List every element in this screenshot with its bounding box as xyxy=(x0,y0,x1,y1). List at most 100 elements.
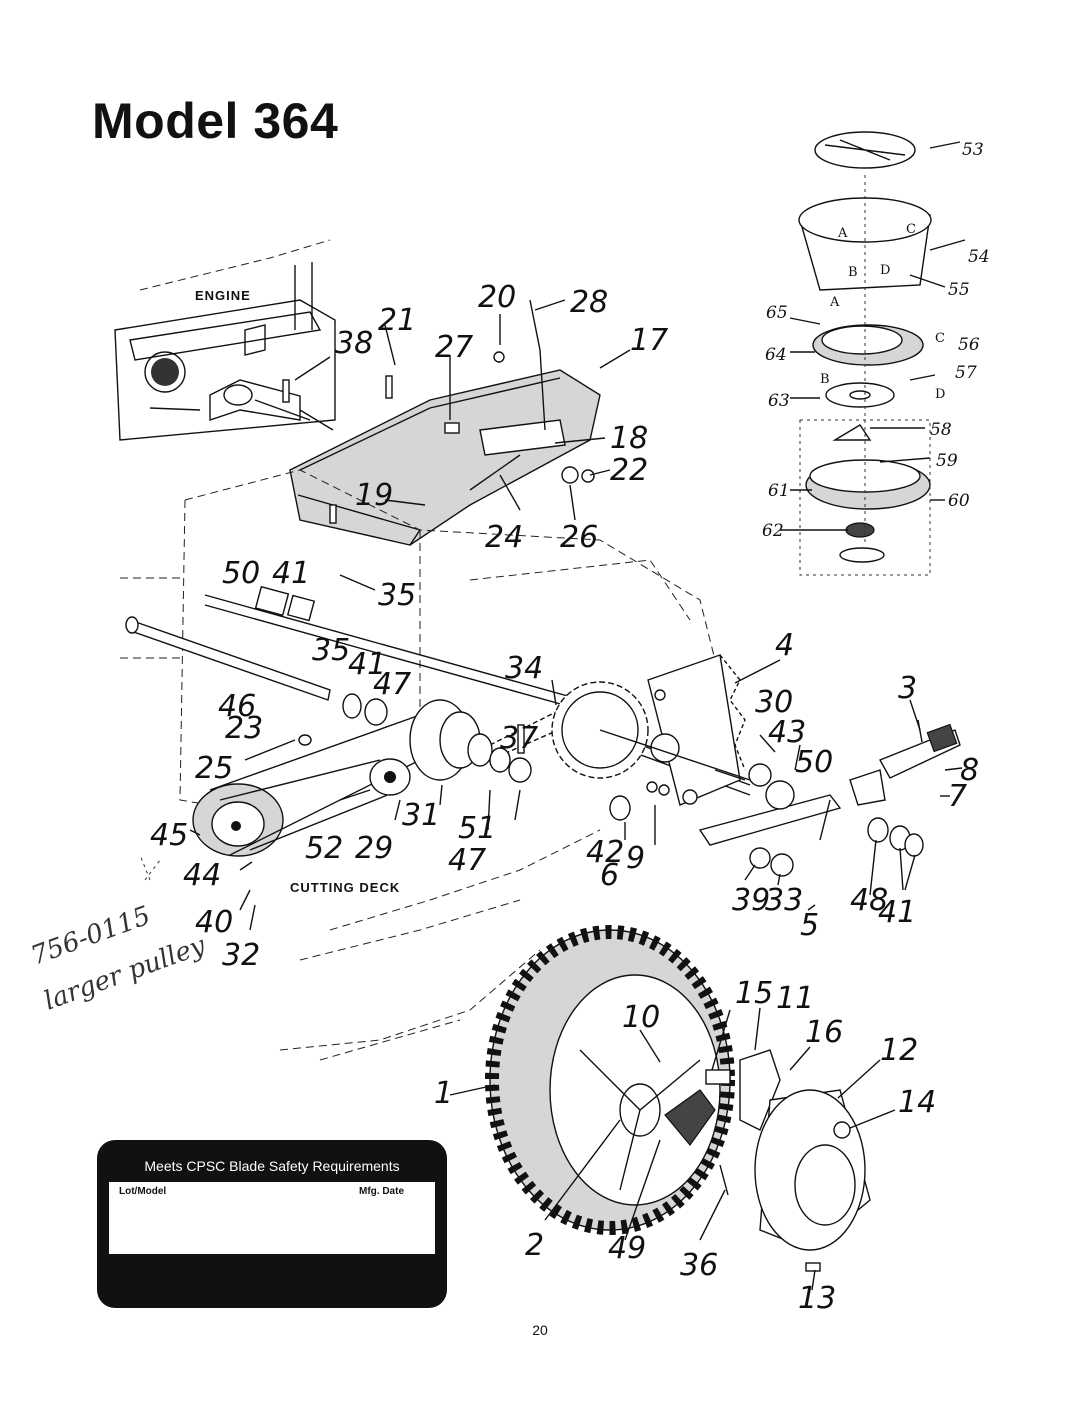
safety-label-heading: Meets CPSC Blade Safety Requirements xyxy=(144,1158,400,1174)
inset-letter-b: B xyxy=(848,265,858,280)
callout-numbers: 53 54 55 65 56 64 57 63 58 59 61 60 62 2… xyxy=(150,140,990,1316)
callout-47-lower: 47 xyxy=(448,843,486,878)
engine-label: ENGINE xyxy=(195,288,251,303)
callout-41-lower: 41 xyxy=(878,895,916,930)
callout-8: 8 xyxy=(960,753,979,788)
callout-9: 9 xyxy=(626,841,645,876)
belt-and-pulleys xyxy=(192,693,481,857)
callout-3: 3 xyxy=(898,671,917,706)
page-number: 20 xyxy=(532,1322,548,1338)
cutting-deck-outline xyxy=(120,469,721,1061)
inset-letter-d-lower: D xyxy=(935,387,945,402)
callout-41-upper: 41 xyxy=(272,556,310,591)
callout-34: 34 xyxy=(505,651,543,686)
callout-4: 4 xyxy=(775,628,794,663)
callout-54: 54 xyxy=(968,247,990,267)
chain-and-sprockets xyxy=(467,681,649,783)
callout-10: 10 xyxy=(622,1000,660,1035)
callout-6: 6 xyxy=(600,858,619,893)
callout-38: 38 xyxy=(335,326,373,361)
shift-lever-assembly xyxy=(599,723,961,877)
callout-27: 27 xyxy=(435,330,473,365)
callout-22: 22 xyxy=(610,453,648,488)
cutting-deck-label: CUTTING DECK xyxy=(290,880,400,895)
callout-60: 60 xyxy=(948,491,970,511)
inset-letter-d: D xyxy=(880,263,890,278)
inset-letter-b-lower: B xyxy=(820,372,830,387)
callout-65: 65 xyxy=(766,303,788,323)
callout-43: 43 xyxy=(768,715,806,750)
callout-31: 31 xyxy=(402,798,440,833)
mfg-date-label: Mfg. Date xyxy=(359,1186,404,1197)
callout-5: 5 xyxy=(800,908,819,943)
lot-model-label: Lot/Model xyxy=(119,1186,167,1197)
callout-44: 44 xyxy=(183,858,221,893)
callout-59: 59 xyxy=(936,451,958,471)
inset-letter-a-lower: A xyxy=(829,295,840,310)
callout-30: 30 xyxy=(755,685,793,720)
callout-15: 15 xyxy=(735,976,773,1011)
callout-12: 12 xyxy=(880,1033,918,1068)
callout-55: 55 xyxy=(948,280,970,300)
engine-drawing xyxy=(114,239,336,441)
callout-45: 45 xyxy=(150,818,188,853)
callout-11: 11 xyxy=(776,981,814,1016)
callout-19: 19 xyxy=(355,478,393,513)
callout-36: 36 xyxy=(680,1248,718,1283)
blade-adapter-inset xyxy=(798,131,966,576)
page-title: Model 364 xyxy=(92,93,339,149)
inset-letter-a: A xyxy=(837,226,848,241)
callout-35-lower: 35 xyxy=(312,633,350,668)
callout-2: 2 xyxy=(525,1228,544,1263)
callout-47-upper: 47 xyxy=(373,667,411,702)
axle-bracket xyxy=(647,654,746,806)
callout-35-upper: 35 xyxy=(378,578,416,613)
callout-16: 16 xyxy=(805,1015,843,1050)
callout-57: 57 xyxy=(955,363,977,383)
callout-18: 18 xyxy=(610,421,648,456)
callout-1: 1 xyxy=(434,1076,453,1111)
callout-61: 61 xyxy=(768,481,790,501)
callout-33: 33 xyxy=(765,883,803,918)
callout-20: 20 xyxy=(478,280,516,315)
callout-56: 56 xyxy=(958,335,980,355)
callout-42: 42 xyxy=(586,835,624,870)
callout-64: 64 xyxy=(765,345,787,365)
callout-29: 29 xyxy=(355,831,393,866)
wheel-assembly xyxy=(485,925,871,1272)
inset-letters: A C B D A B C D xyxy=(820,222,945,402)
callout-13: 13 xyxy=(798,1281,836,1316)
callout-41-middle: 41 xyxy=(348,647,386,682)
callout-50-left: 50 xyxy=(222,556,260,591)
inset-letter-c: C xyxy=(906,222,916,237)
callout-52: 52 xyxy=(305,831,343,866)
callout-28: 28 xyxy=(570,285,608,320)
callout-24: 24 xyxy=(485,520,523,555)
callout-50-right: 50 xyxy=(795,745,833,780)
callout-63: 63 xyxy=(768,391,790,411)
callout-23: 23 xyxy=(225,711,263,746)
callout-17: 17 xyxy=(630,323,668,358)
inset-letter-c-lower: C xyxy=(935,331,945,346)
callout-21: 21 xyxy=(378,303,416,338)
callout-53: 53 xyxy=(962,140,984,160)
cpsc-safety-label: Meets CPSC Blade Safety Requirements Lot… xyxy=(97,1140,447,1308)
callout-51: 51 xyxy=(458,811,496,846)
callout-37: 37 xyxy=(500,721,538,756)
callout-32: 32 xyxy=(222,938,260,973)
callout-49: 49 xyxy=(608,1231,646,1266)
callout-46: 46 xyxy=(218,689,256,724)
callout-7: 7 xyxy=(948,779,967,814)
callout-40: 40 xyxy=(195,905,233,940)
callout-58: 58 xyxy=(930,420,952,440)
callout-39: 39 xyxy=(732,883,770,918)
top-cover-drawing xyxy=(289,299,601,546)
safety-label-field-area xyxy=(109,1182,435,1254)
callout-25: 25 xyxy=(195,751,233,786)
leader-lines xyxy=(189,141,963,1291)
callout-62: 62 xyxy=(762,521,784,541)
callout-26: 26 xyxy=(560,520,598,555)
callout-48: 48 xyxy=(850,883,888,918)
callout-14: 14 xyxy=(898,1085,936,1120)
